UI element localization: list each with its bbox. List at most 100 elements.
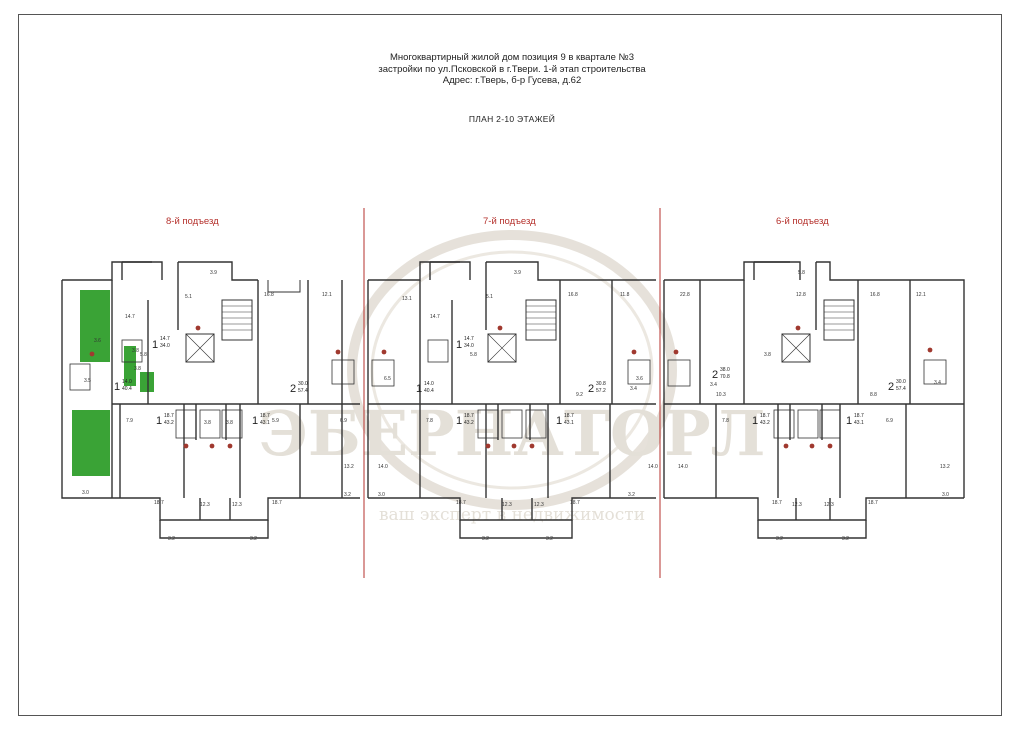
room-area: 14.0 xyxy=(678,464,688,470)
apt-total: 43.2 xyxy=(464,420,474,426)
room-area: 3.5 xyxy=(84,378,91,384)
apt-rooms: 1 xyxy=(416,383,422,395)
room-area: 7.9 xyxy=(126,418,133,424)
room-area: 6.9 xyxy=(886,418,893,424)
apt-living: 38.0 xyxy=(720,367,730,373)
room-area: 18.7 xyxy=(772,500,782,506)
apt-total: 40.4 xyxy=(424,388,434,394)
room-area: 3.0 xyxy=(942,492,949,498)
room-area: 18.7 xyxy=(868,500,878,506)
apt-rooms: 1 xyxy=(846,415,852,427)
room-area: 14.7 xyxy=(430,314,440,320)
apt-living: 18.7 xyxy=(854,413,864,419)
room-area: 18.7 xyxy=(154,500,164,506)
apt-living: 14.0 xyxy=(424,381,434,387)
room-area: 18.7 xyxy=(456,500,466,506)
room-area: 3.2 xyxy=(168,536,175,542)
apt-total: 57.4 xyxy=(298,388,308,394)
room-area: 14.7 xyxy=(125,314,135,320)
title-block: Многоквартирный жилой дом позиция 9 в кв… xyxy=(0,52,1024,87)
apt-rooms: 2 xyxy=(712,369,718,381)
entrance-label-7: 7-й подъезд xyxy=(483,216,536,227)
room-area: 3.6 xyxy=(636,376,643,382)
apt-living: 18.7 xyxy=(760,413,770,419)
apt-total: 70.8 xyxy=(720,374,730,380)
room-area: 3.8 xyxy=(132,348,139,354)
room-area: 18.7 xyxy=(272,500,282,506)
apt-living: 30.8 xyxy=(596,381,606,387)
entrance-label-6: 6-й подъезд xyxy=(776,216,829,227)
room-area: 3.2 xyxy=(344,492,351,498)
room-area: 10.3 xyxy=(716,392,726,398)
apt-total: 43.2 xyxy=(760,420,770,426)
room-area: 5.8 xyxy=(140,352,147,358)
apt-total: 57.4 xyxy=(896,386,906,392)
room-area: 13.1 xyxy=(402,296,412,302)
room-area: 12.1 xyxy=(322,292,332,298)
room-area: 5.8 xyxy=(470,352,477,358)
section-6 xyxy=(663,261,965,539)
drawing-frame xyxy=(18,14,1002,716)
room-area: 12.3 xyxy=(792,502,802,508)
apartment-labels-7: 1 14.7 34.0 1 14.0 40.4 2 30.8 57.2 1 18… xyxy=(416,336,606,427)
room-area: 13.2 xyxy=(344,464,354,470)
room-area: 3.2 xyxy=(628,492,635,498)
entrance-label-8: 8-й подъезд xyxy=(166,216,219,227)
room-area: 16.8 xyxy=(264,292,274,298)
watermark: ЭБЕРНАТОРЛ ваш эксперт в недвижимости xyxy=(259,230,765,525)
room-area: 3.0 xyxy=(82,490,89,496)
apt-rooms: 1 xyxy=(114,381,120,393)
room-area: 12.3 xyxy=(200,502,210,508)
apt-rooms: 2 xyxy=(290,383,296,395)
room-area: 12.3 xyxy=(502,502,512,508)
room-area: 3.2 xyxy=(482,536,489,542)
room-area: 7.8 xyxy=(722,418,729,424)
room-area: 8.8 xyxy=(870,392,877,398)
apt-living: 18.7 xyxy=(564,413,574,419)
title-line-1: Многоквартирный жилой дом позиция 9 в кв… xyxy=(390,52,634,63)
apt-rooms: 1 xyxy=(456,415,462,427)
riser-markers xyxy=(89,325,933,449)
apt-total: 43.1 xyxy=(854,420,864,426)
apt-living: 14.0 xyxy=(122,379,132,385)
room-area: 3.0 xyxy=(378,492,385,498)
room-area: 5.9 xyxy=(272,418,279,424)
apt-total: 43.1 xyxy=(260,420,270,426)
room-area: 12.3 xyxy=(232,502,242,508)
room-area: 3.2 xyxy=(546,536,553,542)
room-area: 3.8 xyxy=(764,352,771,358)
apt-total: 57.2 xyxy=(596,388,606,394)
room-area: 13.2 xyxy=(940,464,950,470)
apartment-labels-8: 1 14.7 34.0 1 14.0 40.4 2 30.0 57.4 1 18… xyxy=(114,336,308,427)
apartment-labels-6: 2 38.0 70.8 1 18.7 43.2 1 18.7 43.1 2 30… xyxy=(712,367,906,427)
room-area: 6.9 xyxy=(340,418,347,424)
room-area: 5.8 xyxy=(798,270,805,276)
highlighted-apartment xyxy=(72,290,154,476)
room-area: 16.8 xyxy=(568,292,578,298)
room-area: 14.0 xyxy=(648,464,658,470)
section-8 xyxy=(61,261,360,539)
apt-rooms: 1 xyxy=(456,339,462,351)
apt-total: 43.1 xyxy=(564,420,574,426)
apt-total: 43.2 xyxy=(164,420,174,426)
apt-rooms: 1 xyxy=(556,415,562,427)
apt-rooms: 1 xyxy=(152,339,158,351)
room-area: 5.1 xyxy=(185,294,192,300)
apt-living: 14.7 xyxy=(160,336,170,342)
room-area: 12.1 xyxy=(916,292,926,298)
room-area: 11.8 xyxy=(620,292,630,298)
room-area: 6.5 xyxy=(384,376,391,382)
apt-total: 34.0 xyxy=(464,343,474,349)
room-area: 3.8 xyxy=(204,420,211,426)
room-area: 12.3 xyxy=(824,502,834,508)
room-area: 3.2 xyxy=(250,536,257,542)
apt-living: 30.0 xyxy=(298,381,308,387)
apt-living: 18.7 xyxy=(164,413,174,419)
watermark-slogan: ваш эксперт в недвижимости xyxy=(379,505,645,525)
section-7 xyxy=(367,261,656,539)
room-area: 3.8 xyxy=(134,366,141,372)
room-area: 3.4 xyxy=(934,380,941,386)
room-area: 12.3 xyxy=(534,502,544,508)
apt-total: 34.0 xyxy=(160,343,170,349)
room-area: 12.8 xyxy=(796,292,806,298)
